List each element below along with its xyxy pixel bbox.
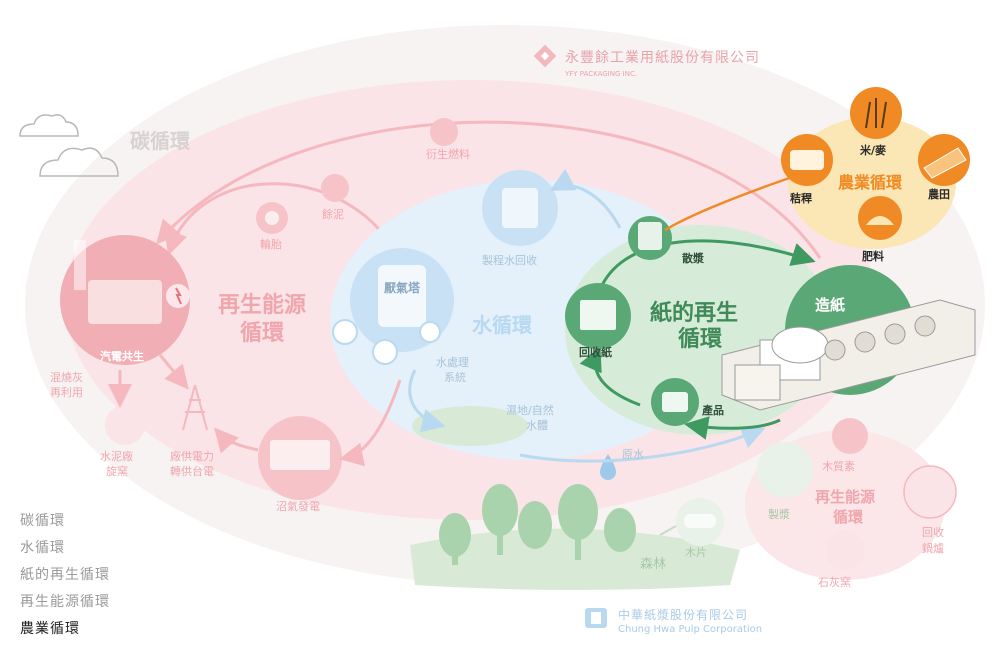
raw-water-drop-icon [600, 454, 616, 480]
recovery-boiler-icon [903, 465, 957, 519]
menu-item-energy-cycle[interactable]: 再生能源循環 [20, 594, 110, 610]
energy-arrow-tower [158, 354, 189, 390]
ash-reuse-label-line2: 再利用 [50, 386, 83, 399]
pulping-label: 製漿 [768, 507, 790, 521]
sludge-label: 餘泥 [322, 207, 344, 221]
menu-item-agri-cycle[interactable]: 農業循環 [20, 621, 80, 637]
recovery-boiler-label-line1: 回收 [922, 525, 944, 539]
chp-logo-icon [585, 608, 607, 628]
scattered-pulp-label: 散漿 [682, 251, 704, 265]
energy-arrow-biogas [339, 379, 402, 467]
chp-company-name: 中華紙漿股份有限公司 [618, 607, 748, 622]
pulping-icon [757, 442, 813, 498]
lime-kiln-icon [825, 530, 865, 570]
agri-to-paper-arrow [664, 173, 799, 232]
energy-arrow-grid [214, 427, 259, 454]
rice-wheat-label: 米/麥 [859, 143, 887, 157]
straw-label: 秸稈 [790, 191, 812, 205]
energy-cycle-label-line1: 再生能源 [218, 292, 306, 318]
cement-kiln-icon [105, 405, 145, 445]
wastewater-label-line2: 系統 [444, 370, 466, 384]
water-arrow-left [408, 369, 446, 433]
derived-fuel-icon [430, 118, 458, 146]
process-water-label: 製程水回收 [482, 253, 537, 267]
energy-small-cycle-label-line1: 再生能源 [815, 488, 875, 506]
raw-water-label: 原水 [622, 448, 644, 461]
sludge-icon [321, 174, 349, 202]
agri-cycle-label: 農業循環 [838, 173, 903, 192]
water-treatment-tank-3 [419, 321, 441, 343]
wetland-label-line1: 濕地/自然 [506, 403, 554, 417]
water-arrow-bottom [519, 425, 766, 463]
forest-label: 森林 [640, 557, 666, 572]
menu-item-water-cycle[interactable]: 水循環 [20, 540, 65, 556]
biogas-power-label: 沼氣發電 [276, 499, 320, 513]
water-treatment-tank-2 [372, 339, 398, 365]
menu-item-carbon-cycle[interactable]: 碳循環 [20, 513, 65, 529]
energy-cycle-label-line2: 循環 [240, 320, 285, 346]
paper-cycle-label-line2: 循環 [678, 326, 723, 352]
wastewater-label-line1: 水處理 [436, 355, 469, 369]
product-label: 產品 [701, 403, 724, 417]
carbon-arrow-top-inner [164, 182, 402, 261]
forest-to-woodchip-arrow [659, 525, 677, 536]
power-tower-icon [182, 384, 208, 431]
carbon-cycle-label: 碳循環 [130, 129, 191, 153]
chp-company-name-en: Chung Hwa Pulp Corporation [618, 624, 762, 635]
woodchip-label: 木片 [685, 546, 707, 559]
recovery-boiler-label-line2: 鍋爐 [922, 541, 944, 555]
water-arrow-top [549, 168, 622, 229]
yfy-company-name-en: YFY PACKAGING INC. [564, 70, 637, 78]
paper-machine-icon [721, 299, 976, 411]
derived-fuel-label: 衍生燃料 [426, 147, 470, 161]
anaerobic-tower-label: 厭氣塔 [384, 280, 421, 295]
recovered-paper-label: 回收紙 [579, 345, 612, 359]
lignin-icon [832, 418, 868, 454]
paper-arrow-bottom [684, 416, 781, 440]
menu-item-paper-cycle[interactable]: 紙的再生循環 [20, 567, 110, 583]
cycle-menu: 碳循環 水循環 紙的再生循環 再生能源循環 農業循環 [20, 508, 110, 643]
tires-label: 輪胎 [260, 237, 282, 251]
water-cycle-label: 水循環 [472, 313, 533, 337]
paper-arrow-left [579, 346, 641, 407]
cement-kiln-label-line1: 水泥廠 [100, 449, 133, 463]
farmland-label: 農田 [928, 187, 950, 201]
fertilizer-label: 肥料 [862, 249, 884, 263]
cement-kiln-label-line2: 旋窯 [106, 464, 128, 478]
lime-kiln-label: 石灰窯 [818, 575, 851, 589]
wetland-label-line2: 水體 [526, 419, 548, 432]
lignin-label: 木質素 [822, 459, 855, 473]
forest-icon [410, 484, 740, 590]
grid-power-label-line2: 轉供台電 [170, 464, 214, 478]
grid-power-label-line1: 廠供電力 [170, 449, 214, 463]
papermaking-label: 造紙 [815, 296, 845, 314]
cloud-icon [19, 114, 119, 177]
cogeneration-label: 汽電共生 [100, 349, 144, 363]
ash-reuse-label-line1: 混燒灰 [50, 370, 83, 384]
energy-small-cycle-label-line2: 循環 [833, 508, 864, 526]
paper-cycle-label-line1: 紙的再生 [650, 300, 738, 326]
water-treatment-tank-1 [332, 319, 358, 345]
yfy-company-name: 永豐餘工業用紙股份有限公司 [565, 49, 760, 66]
